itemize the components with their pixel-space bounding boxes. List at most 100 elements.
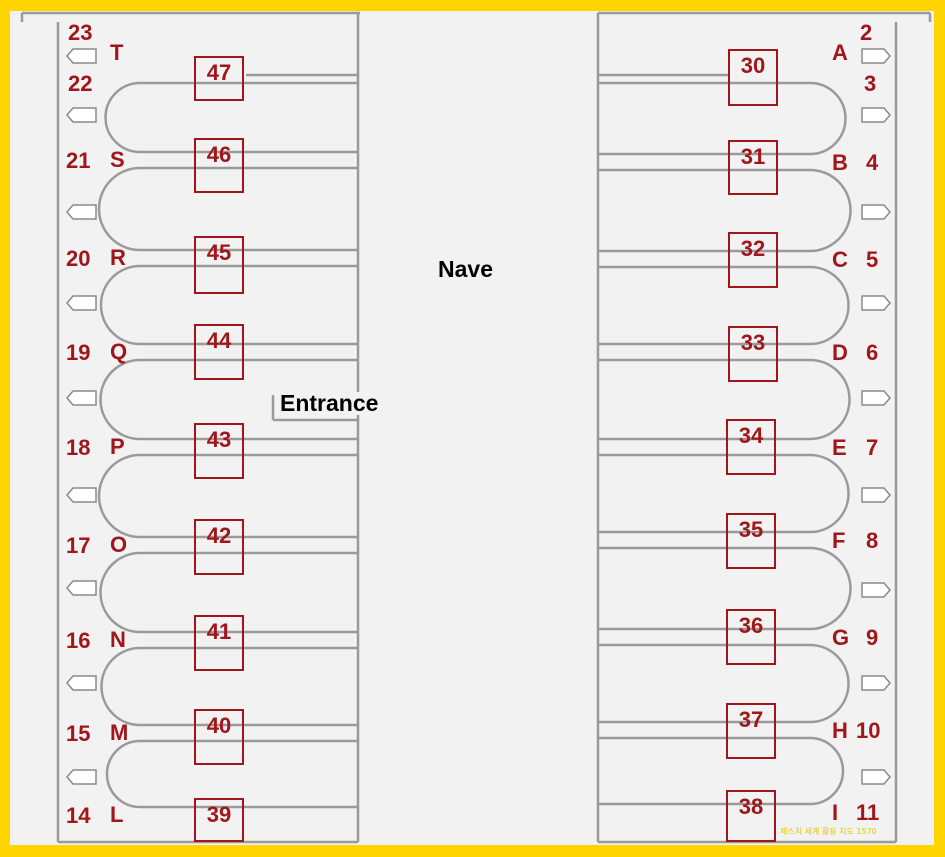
left-door-marker <box>66 48 97 64</box>
right-chapel-letter: A <box>832 40 848 65</box>
chapel-number: 43 <box>206 427 232 452</box>
left-door-marker <box>66 580 97 596</box>
left-chapel-number: 17 <box>66 533 91 558</box>
right-chapel-number: 6 <box>866 340 879 365</box>
right-chapel-letter: I <box>832 800 839 825</box>
right-chapel-number: 11 <box>856 800 880 825</box>
chapel-number: 36 <box>738 613 764 638</box>
right-aisle-loop <box>598 168 852 253</box>
left-aisle-loop <box>104 81 358 154</box>
right-chapel-number: 5 <box>866 247 879 272</box>
right-door-marker <box>861 390 891 406</box>
right-aisle-loop <box>598 736 845 806</box>
left-chapel-number: 21 <box>66 148 91 173</box>
left-aisle-loop <box>99 264 358 346</box>
left-chapel-letter: S <box>110 147 125 172</box>
left-chapel-box <box>194 236 244 294</box>
entrance-label: Entrance <box>278 390 381 416</box>
left-aisle-loop <box>105 739 358 809</box>
right-chapel-letter: C <box>832 247 848 272</box>
right-door-marker <box>861 487 891 503</box>
chapel-number: 40 <box>206 713 232 738</box>
chapel-number: 44 <box>206 328 232 353</box>
left-chapel-box <box>194 519 244 575</box>
right-chapel-box <box>728 232 778 288</box>
left-aisle-loop <box>100 646 358 727</box>
left-aisle-loop <box>99 551 358 634</box>
right-chapel-letter: D <box>832 340 848 365</box>
chapel-number: 47 <box>206 60 232 85</box>
watermark-text: 제스처 세계 활용 지도 1570 <box>780 827 877 836</box>
right-chapel-letter: F <box>832 528 846 553</box>
right-door-marker <box>861 675 891 691</box>
chapel-number: 37 <box>738 707 764 732</box>
left-door-marker <box>66 107 97 123</box>
left-chapel-number: 15 <box>66 721 91 746</box>
right-door-marker <box>861 769 891 785</box>
left-chapel-letter: Q <box>110 339 128 364</box>
left-chapel-letter: T <box>110 40 124 65</box>
chapel-number: 39 <box>206 802 232 827</box>
right-chapel-number-top: 2 <box>860 20 873 45</box>
chapel-number: 34 <box>738 423 764 448</box>
right-chapel-number: 8 <box>866 528 879 553</box>
right-door-marker <box>861 107 891 123</box>
plan-background <box>10 11 934 845</box>
right-aisle-loop <box>598 265 850 346</box>
right-chapel-number: 9 <box>866 625 879 650</box>
left-aisle-loop <box>97 453 358 539</box>
chapel-number: 30 <box>740 53 766 78</box>
right-chapel-letter: B <box>832 150 848 175</box>
right-chapel-box <box>728 140 778 195</box>
left-chapel-number: 18 <box>66 435 91 460</box>
left-door-marker <box>66 769 97 785</box>
chapel-number: 46 <box>206 142 232 167</box>
left-chapel-box <box>194 324 244 380</box>
right-chapel-box <box>726 419 776 475</box>
right-door-marker <box>861 582 891 598</box>
left-chapel-box <box>194 423 244 479</box>
left-chapel-box <box>194 615 244 671</box>
left-door-marker <box>66 675 97 691</box>
left-chapel-number-bottom: 22 <box>68 71 93 96</box>
right-aisle-loop <box>598 358 851 441</box>
right-aisle-loop <box>598 643 850 724</box>
left-chapel-box <box>194 709 244 765</box>
right-chapel-number: 10 <box>856 718 881 743</box>
right-chapel-box <box>726 703 776 759</box>
left-door-marker <box>66 295 97 311</box>
right-chapel-number: 7 <box>866 435 879 460</box>
chapel-number: 41 <box>206 619 232 644</box>
left-chapel-number-top: 23 <box>68 20 93 45</box>
left-chapel-number: 19 <box>66 340 91 365</box>
chapel-number: 42 <box>206 523 232 548</box>
right-chapel-box <box>726 790 776 842</box>
right-chapel-letter: G <box>832 625 850 650</box>
chapel-number: 35 <box>738 517 764 542</box>
right-chapel-letter: H <box>832 718 848 743</box>
right-aisle-loop <box>598 81 847 156</box>
left-door-marker <box>66 390 97 406</box>
left-door-marker <box>66 487 97 503</box>
right-aisle-loop <box>598 453 850 534</box>
right-chapel-number-bottom: 3 <box>864 71 877 96</box>
left-chapel-letter: O <box>110 532 128 557</box>
left-aisle-loop <box>99 358 358 441</box>
left-aisle-loop <box>97 166 358 252</box>
nave-label: Nave <box>438 256 493 282</box>
chapel-number: 32 <box>740 236 766 261</box>
chapel-number: 45 <box>206 240 232 265</box>
right-aisle-loop <box>598 546 852 631</box>
left-chapel-box <box>194 56 244 101</box>
left-chapel-letter: M <box>110 720 129 745</box>
left-chapel-letter: R <box>110 245 126 270</box>
left-chapel-letter: L <box>110 802 124 827</box>
right-chapel-box <box>728 49 778 106</box>
left-chapel-letter: P <box>110 434 125 459</box>
left-chapel-letter: N <box>110 627 126 652</box>
chapel-number: 38 <box>738 794 764 819</box>
chapel-number: 33 <box>740 330 766 355</box>
right-door-marker <box>861 295 891 311</box>
